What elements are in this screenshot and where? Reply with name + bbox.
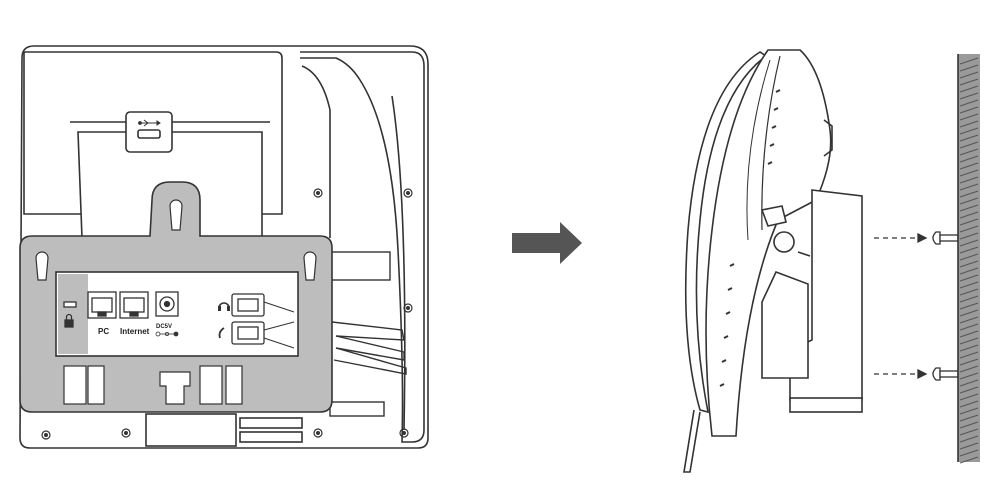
wall-hatch-line — [959, 442, 979, 450]
wall-hatch-line — [959, 85, 979, 93]
wall-hatch-line — [959, 428, 979, 436]
wall-hatch-line — [959, 176, 979, 184]
wall-hatch-line — [959, 449, 979, 457]
screw-lower — [932, 367, 959, 381]
wall-hatch-line — [959, 414, 979, 422]
hook-clip — [760, 205, 787, 227]
wall-hatch-line — [959, 365, 979, 373]
wall — [957, 54, 980, 464]
wall-hatch-line — [959, 169, 979, 177]
wall-hatch-line — [959, 260, 979, 268]
usb-port — [137, 129, 161, 139]
wall-hatch-line — [959, 281, 979, 289]
upper-panel — [23, 51, 283, 215]
lower-left-box — [145, 413, 237, 447]
internet-port-label: Internet — [120, 327, 150, 336]
wall-hatch-line — [959, 372, 979, 380]
wall-hatch-line — [959, 288, 979, 296]
wall-hatch-line — [959, 232, 979, 240]
wall-hatch-line — [959, 267, 979, 275]
usb-icon — [138, 119, 161, 127]
wall-hatch-line — [959, 211, 979, 219]
wall-hatch-line — [959, 274, 979, 282]
wall-hatch-line — [959, 400, 979, 408]
wall-hatch-line — [959, 141, 979, 149]
wall-hatch-line — [959, 253, 979, 261]
keypad-marks — [719, 89, 781, 387]
polarity-icon — [155, 331, 179, 337]
wall-hatch-line — [959, 393, 979, 401]
dc-power-label: DC5V — [156, 324, 172, 330]
mounting-screws — [874, 231, 959, 381]
headset-icon — [218, 302, 230, 311]
wall-hatch-line — [959, 162, 979, 170]
phone-side-view — [683, 49, 863, 473]
wall-hatch-line — [959, 155, 979, 163]
wall-hatch-line — [959, 78, 979, 86]
security-slot — [63, 301, 77, 308]
wall-hatch-line — [959, 295, 979, 303]
wall-hatch-line — [959, 225, 979, 233]
wall-hatch-line — [959, 358, 979, 366]
wall-hatch-line — [959, 99, 979, 107]
wall-hatch-line — [959, 309, 979, 317]
wall-hatch-line — [959, 379, 979, 387]
right-arrow-icon — [512, 222, 582, 264]
lower-right-box — [239, 417, 303, 429]
keyhole-left — [35, 251, 49, 281]
screw-holes — [41, 188, 413, 440]
wall-hatch-line — [959, 190, 979, 198]
usb-port-housing — [125, 111, 173, 153]
wall-hatch-line — [959, 64, 979, 72]
wall-hatch-line — [959, 323, 979, 331]
right-rail-inner — [301, 65, 331, 238]
right-rail-inner-2 — [391, 95, 406, 431]
wall-hatch-line — [959, 435, 979, 443]
wall-hatch-line — [959, 407, 979, 415]
wall-hatch-line — [959, 218, 979, 226]
wall-hatch-line — [959, 71, 979, 79]
wall-hatch-line — [959, 316, 979, 324]
keyhole-right — [303, 251, 317, 281]
wall-hatch-line — [959, 351, 979, 359]
wall-hatch-line — [959, 106, 979, 114]
bracket-base — [789, 397, 863, 413]
wall-hatch-line — [959, 183, 979, 191]
handset-port — [231, 321, 265, 345]
headset-port — [231, 293, 265, 317]
lock-icon — [64, 313, 74, 328]
handset-cord — [683, 409, 701, 473]
wall-hatch-line — [959, 197, 979, 205]
bracket-slots — [63, 365, 243, 405]
bracket-inner — [761, 270, 809, 379]
phone-body-side — [705, 49, 832, 437]
keyhole-top — [169, 199, 183, 231]
wall-hatch-line — [959, 386, 979, 394]
wall-hatch-line — [959, 92, 979, 100]
port-panel: PC Internet DC5V — [63, 291, 295, 349]
pc-port-label: PC — [98, 327, 109, 336]
wall-hatch-line — [959, 148, 979, 156]
wall-hatch-line — [959, 344, 979, 352]
wall-hatch-line — [959, 127, 979, 135]
wall-hatch-line — [959, 337, 979, 345]
wall-hatch-line — [959, 120, 979, 128]
wall-hatch-line — [959, 57, 979, 65]
lower-right-box-2 — [239, 431, 303, 443]
wall-hatch-line — [959, 302, 979, 310]
hook-knob — [773, 231, 795, 253]
wall-hatch-line — [959, 204, 979, 212]
wall-hatch-line — [959, 456, 979, 464]
wall-hatch-line — [959, 239, 979, 247]
handset-side — [684, 51, 768, 414]
wall-hatch-line — [959, 330, 979, 338]
handset-icon — [218, 327, 225, 339]
wall-hatch-line — [959, 421, 979, 429]
wall-hatch-line — [959, 134, 979, 142]
screw-upper — [932, 231, 959, 245]
wall-hatch-line — [959, 246, 979, 254]
wall-hatch-line — [959, 113, 979, 121]
